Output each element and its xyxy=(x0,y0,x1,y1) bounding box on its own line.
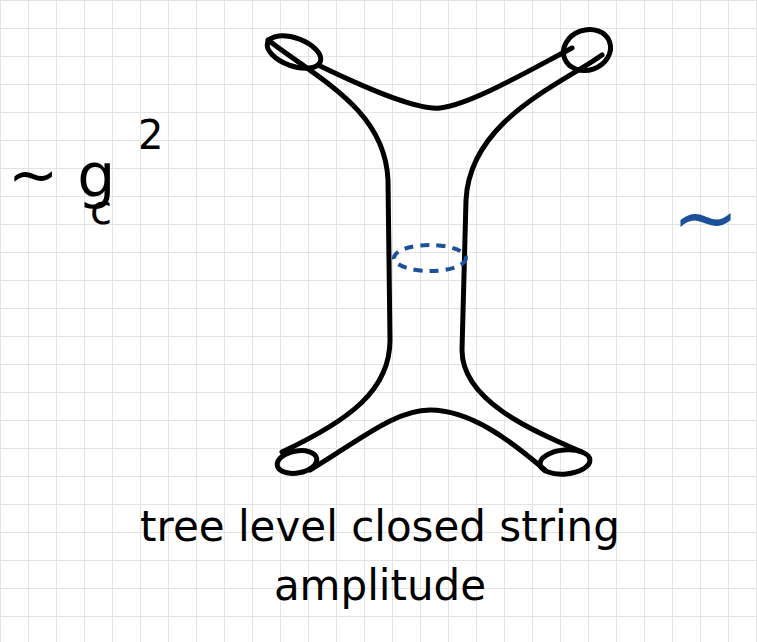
caption: tree level closed string amplitude xyxy=(100,498,660,616)
superscript: 2 xyxy=(138,115,163,155)
subscript: c xyxy=(90,190,112,230)
tilde-symbol: ~ xyxy=(672,178,739,258)
